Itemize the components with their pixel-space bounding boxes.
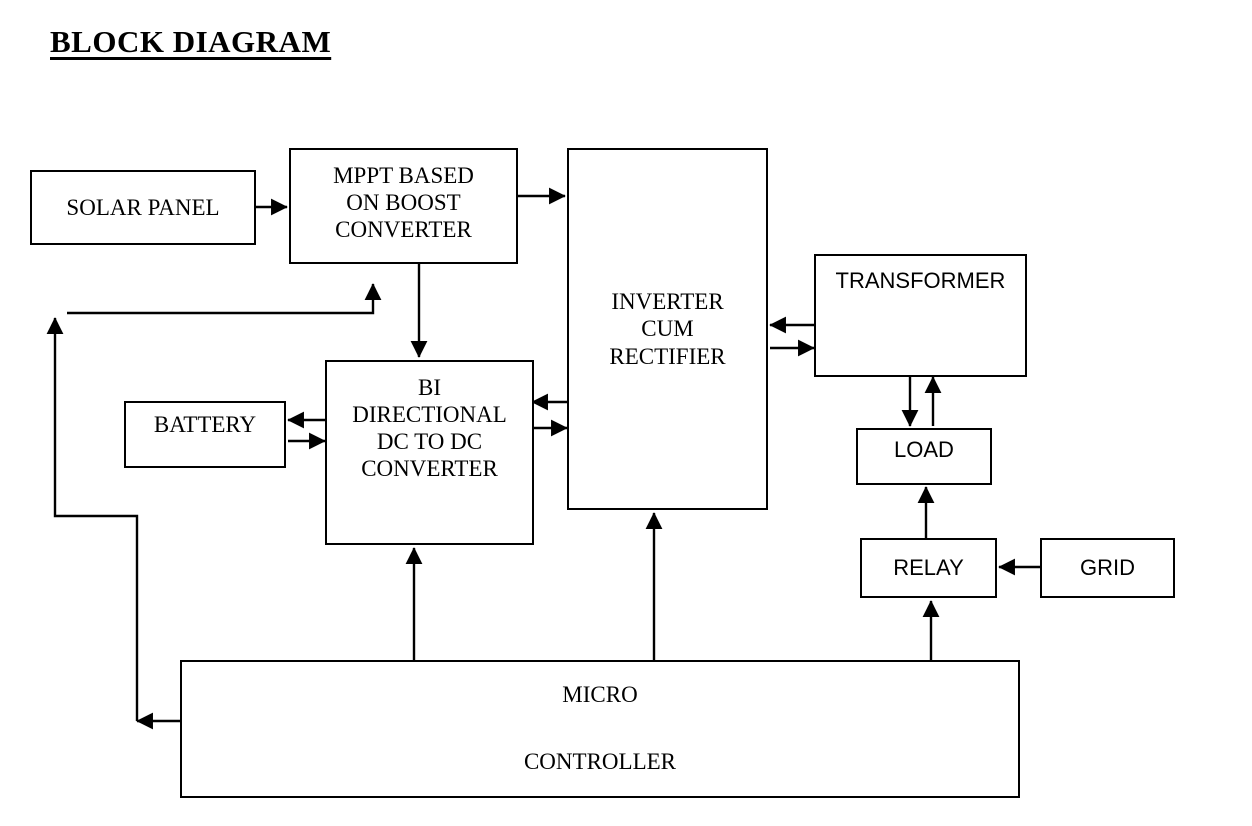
block-grid[interactable]: GRID bbox=[1040, 538, 1175, 598]
block-bidirectional-dc-converter[interactable]: BI DIRECTIONAL DC TO DC CONVERTER bbox=[325, 360, 534, 545]
block-grid-label: GRID bbox=[1080, 555, 1135, 581]
block-battery[interactable]: BATTERY bbox=[124, 401, 286, 468]
block-inverter-cum-rectifier-label: INVERTER CUM RECTIFIER bbox=[609, 289, 726, 369]
wire-microcontroller-feedback-riser bbox=[46, 317, 139, 721]
block-transformer[interactable]: TRANSFORMER bbox=[814, 254, 1027, 377]
page-title: BLOCK DIAGRAM bbox=[50, 24, 332, 59]
block-load-label: LOAD bbox=[894, 437, 954, 462]
block-bidirectional-dc-converter-label: BI DIRECTIONAL DC TO DC CONVERTER bbox=[352, 375, 507, 482]
wire-feedback-to-mppt bbox=[67, 283, 382, 315]
block-solar-panel[interactable]: SOLAR PANEL bbox=[30, 170, 256, 245]
block-microcontroller[interactable]: MICRO CONTROLLER bbox=[180, 660, 1020, 798]
block-solar-panel-label: SOLAR PANEL bbox=[66, 194, 220, 220]
block-microcontroller-label: MICRO CONTROLLER bbox=[523, 682, 677, 774]
block-mppt-label: MPPT BASED ON BOOST CONVERTER bbox=[333, 163, 474, 243]
block-inverter-cum-rectifier[interactable]: INVERTER CUM RECTIFIER bbox=[567, 148, 768, 510]
block-transformer-label: TRANSFORMER bbox=[835, 268, 1006, 293]
block-relay[interactable]: RELAY bbox=[860, 538, 997, 598]
block-mppt[interactable]: MPPT BASED ON BOOST CONVERTER bbox=[289, 148, 518, 264]
block-relay-label: RELAY bbox=[893, 555, 964, 581]
block-battery-label: BATTERY bbox=[153, 412, 257, 437]
block-load[interactable]: LOAD bbox=[856, 428, 992, 485]
